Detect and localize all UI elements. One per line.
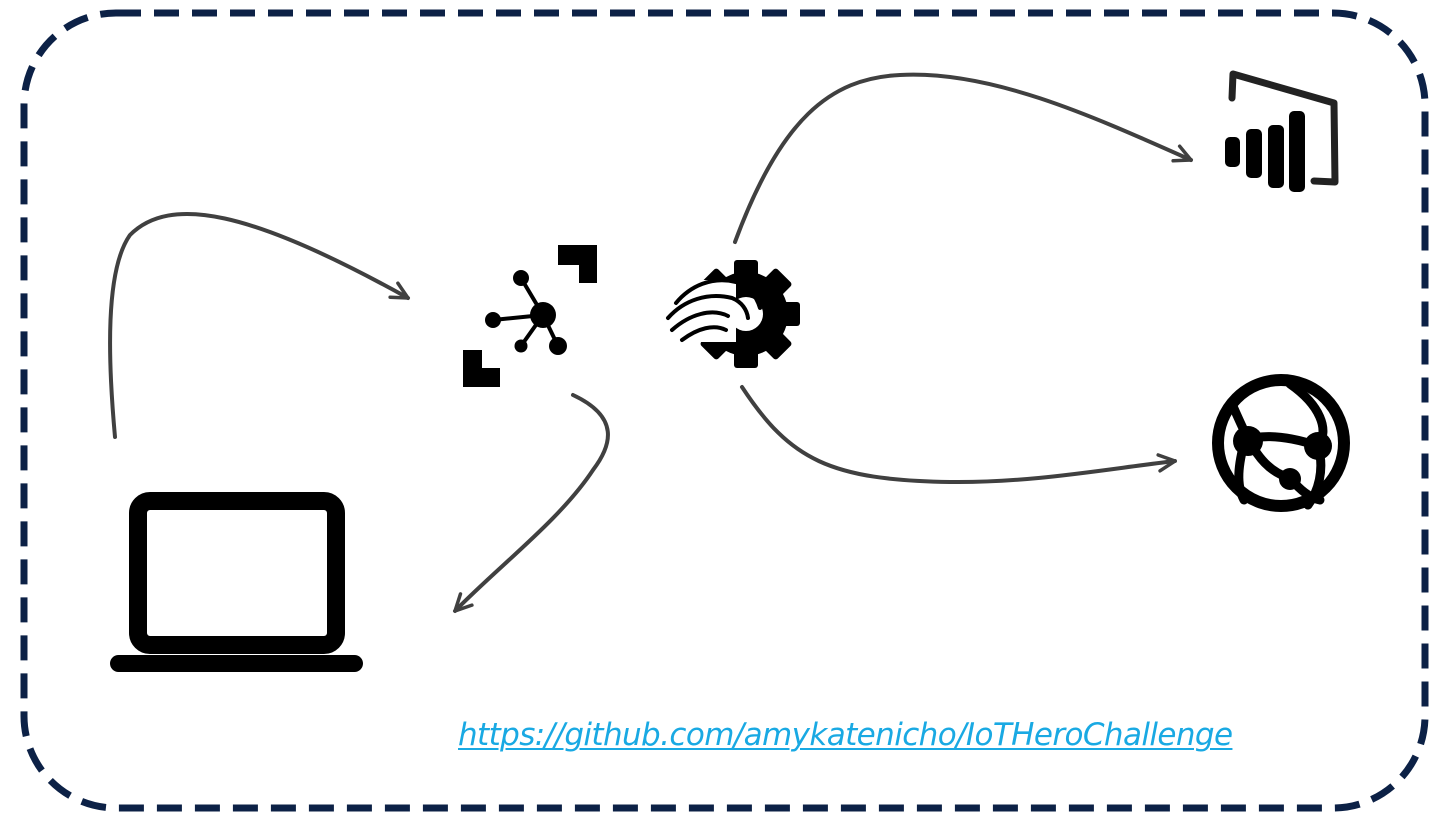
power-bi-icon [1225,70,1339,192]
arrow-hub-to-laptop [453,393,610,613]
laptop-icon [110,492,363,672]
iot-hub-icon [463,245,597,387]
arrow-laptop-to-hub [108,212,410,439]
stream-analytics-icon [664,260,800,368]
flow-arrows [108,72,1193,613]
arrow-stream-to-powerbi [733,72,1193,244]
web-app-icon [1212,374,1350,512]
github-link[interactable]: https://github.com/amykatenicho/IoTHeroC… [458,717,1233,753]
arrow-stream-to-webapp [740,385,1177,485]
dashed-frame [20,9,1429,812]
